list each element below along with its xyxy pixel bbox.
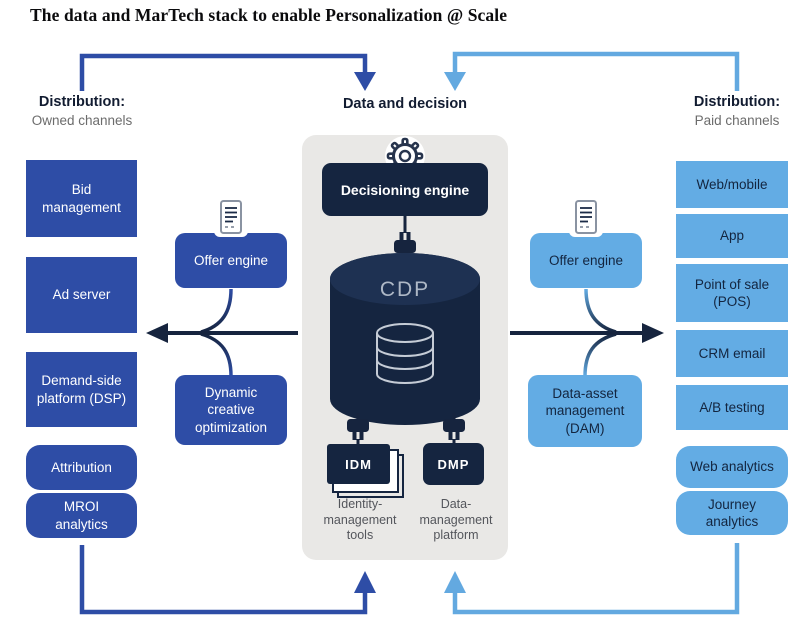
arrow-top-left [79, 53, 376, 91]
cdp-cylinder: CDP [330, 253, 480, 425]
arrow-right-out [510, 288, 664, 377]
box-pos: Point of sale (POS) [676, 264, 788, 322]
tablet-icon-paid [569, 197, 603, 237]
arrow-top-right [444, 51, 740, 91]
box-ab-testing: A/B testing [676, 385, 788, 430]
plug-icon-top [394, 216, 416, 253]
dmp-caption: Data- management platform [419, 497, 493, 543]
database-icon [376, 323, 434, 384]
page-title: The data and MarTech stack to enable Per… [30, 5, 508, 25]
box-mroi-analytics: MROI analytics [26, 493, 137, 538]
box-dsp: Demand-side platform (DSP) [26, 352, 137, 427]
plug-icon-idm [347, 413, 369, 446]
box-crm-email: CRM email [676, 330, 788, 377]
box-web-mobile: Web/mobile [676, 161, 788, 208]
box-dynamic-creative-optimization: Dynamic creative optimization [175, 375, 287, 445]
tablet-icon [214, 197, 248, 237]
box-dam: Data-asset management (DAM) [528, 375, 642, 447]
box-web-analytics: Web analytics [676, 446, 788, 488]
plug-icon-dmp [443, 413, 465, 446]
box-dmp: DMP [423, 443, 484, 485]
arrow-left-out [146, 288, 298, 377]
arrow-bottom-left [79, 545, 376, 615]
box-offer-engine-paid: Offer engine [530, 233, 642, 288]
box-offer-engine-owned: Offer engine [175, 233, 287, 288]
paid-channels-header: Distribution: [693, 94, 781, 110]
box-bid-management: Bid management [26, 160, 137, 237]
paid-channels-subheader: Paid channels [694, 113, 780, 128]
data-and-decision-header: Data and decision [342, 96, 468, 112]
owned-channels-subheader: Owned channels [31, 113, 133, 128]
box-idm: IDM [327, 444, 390, 484]
box-ad-server: Ad server [26, 257, 137, 333]
owned-channels-header: Distribution: [38, 94, 126, 110]
idm-caption: Identity- management tools [323, 497, 397, 543]
cdp-label: CDP [380, 278, 430, 301]
arrow-bottom-right [444, 543, 740, 615]
box-app: App [676, 214, 788, 258]
box-decisioning-engine: Decisioning engine [322, 163, 488, 216]
box-journey-analytics: Journey analytics [676, 491, 788, 535]
box-attribution: Attribution [26, 445, 137, 490]
